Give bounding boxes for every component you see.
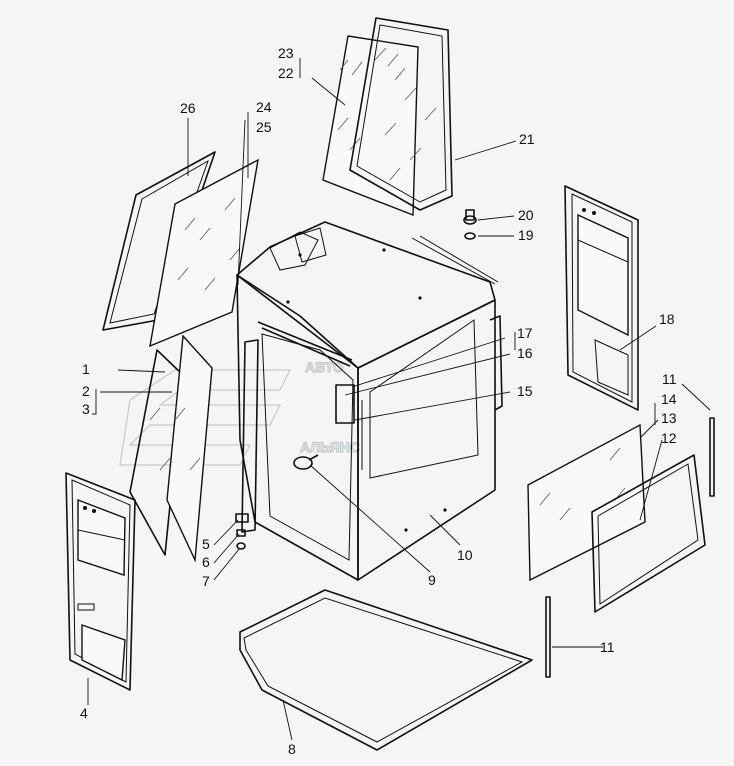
callout-11-top: 11 [662, 371, 677, 387]
callout-17: 17 [517, 325, 533, 341]
callout-26: 26 [180, 100, 196, 116]
callout-12: 12 [661, 430, 677, 446]
callout-24: 24 [256, 99, 272, 115]
callouts: 1 2 3 4 5 6 7 8 9 10 11 11 12 13 14 15 1… [80, 45, 677, 757]
callout-6: 6 [202, 554, 210, 570]
part-11-strips [545, 417, 715, 678]
leader-lines [87, 58, 711, 741]
strut [241, 339, 259, 533]
callout-18: 18 [659, 311, 675, 327]
part-12-side-seal [591, 454, 706, 613]
callout-21: 21 [519, 131, 535, 147]
callout-25: 25 [256, 119, 272, 135]
callout-9: 9 [428, 572, 436, 588]
callout-16: 16 [517, 345, 533, 361]
part-9-bolt [293, 454, 319, 470]
watermark-logo [119, 369, 291, 466]
part-18-right-door [564, 185, 639, 411]
callout-20: 20 [518, 207, 534, 223]
part-24-25-side-glass [149, 158, 259, 348]
callout-2: 2 [82, 383, 90, 399]
part-8-floor-seal [239, 589, 533, 751]
callout-3: 3 [82, 401, 90, 417]
callout-8: 8 [288, 741, 296, 757]
callout-14: 14 [661, 391, 677, 407]
callout-15: 15 [517, 383, 533, 399]
part-10-cab-body [236, 221, 503, 581]
part-21-rear-seal [349, 17, 453, 211]
part-19-20-bolt [463, 209, 477, 240]
callout-1: 1 [82, 361, 90, 377]
watermark-line2: АЛЬЯНС [300, 439, 360, 455]
part-22-23-rear-glass [322, 35, 419, 217]
callout-5: 5 [202, 536, 210, 552]
callout-11-bottom: 11 [600, 639, 615, 655]
callout-19: 19 [518, 227, 534, 243]
callout-7: 7 [202, 573, 210, 589]
callout-10: 10 [457, 547, 473, 563]
part-1-2-3-front-glass [129, 334, 213, 563]
callout-13: 13 [661, 410, 677, 426]
callout-23: 23 [278, 45, 294, 61]
callout-22: 22 [278, 65, 294, 81]
callout-4: 4 [80, 705, 88, 721]
part-4-left-door [65, 472, 136, 691]
part-13-14-side-glass [527, 423, 646, 582]
